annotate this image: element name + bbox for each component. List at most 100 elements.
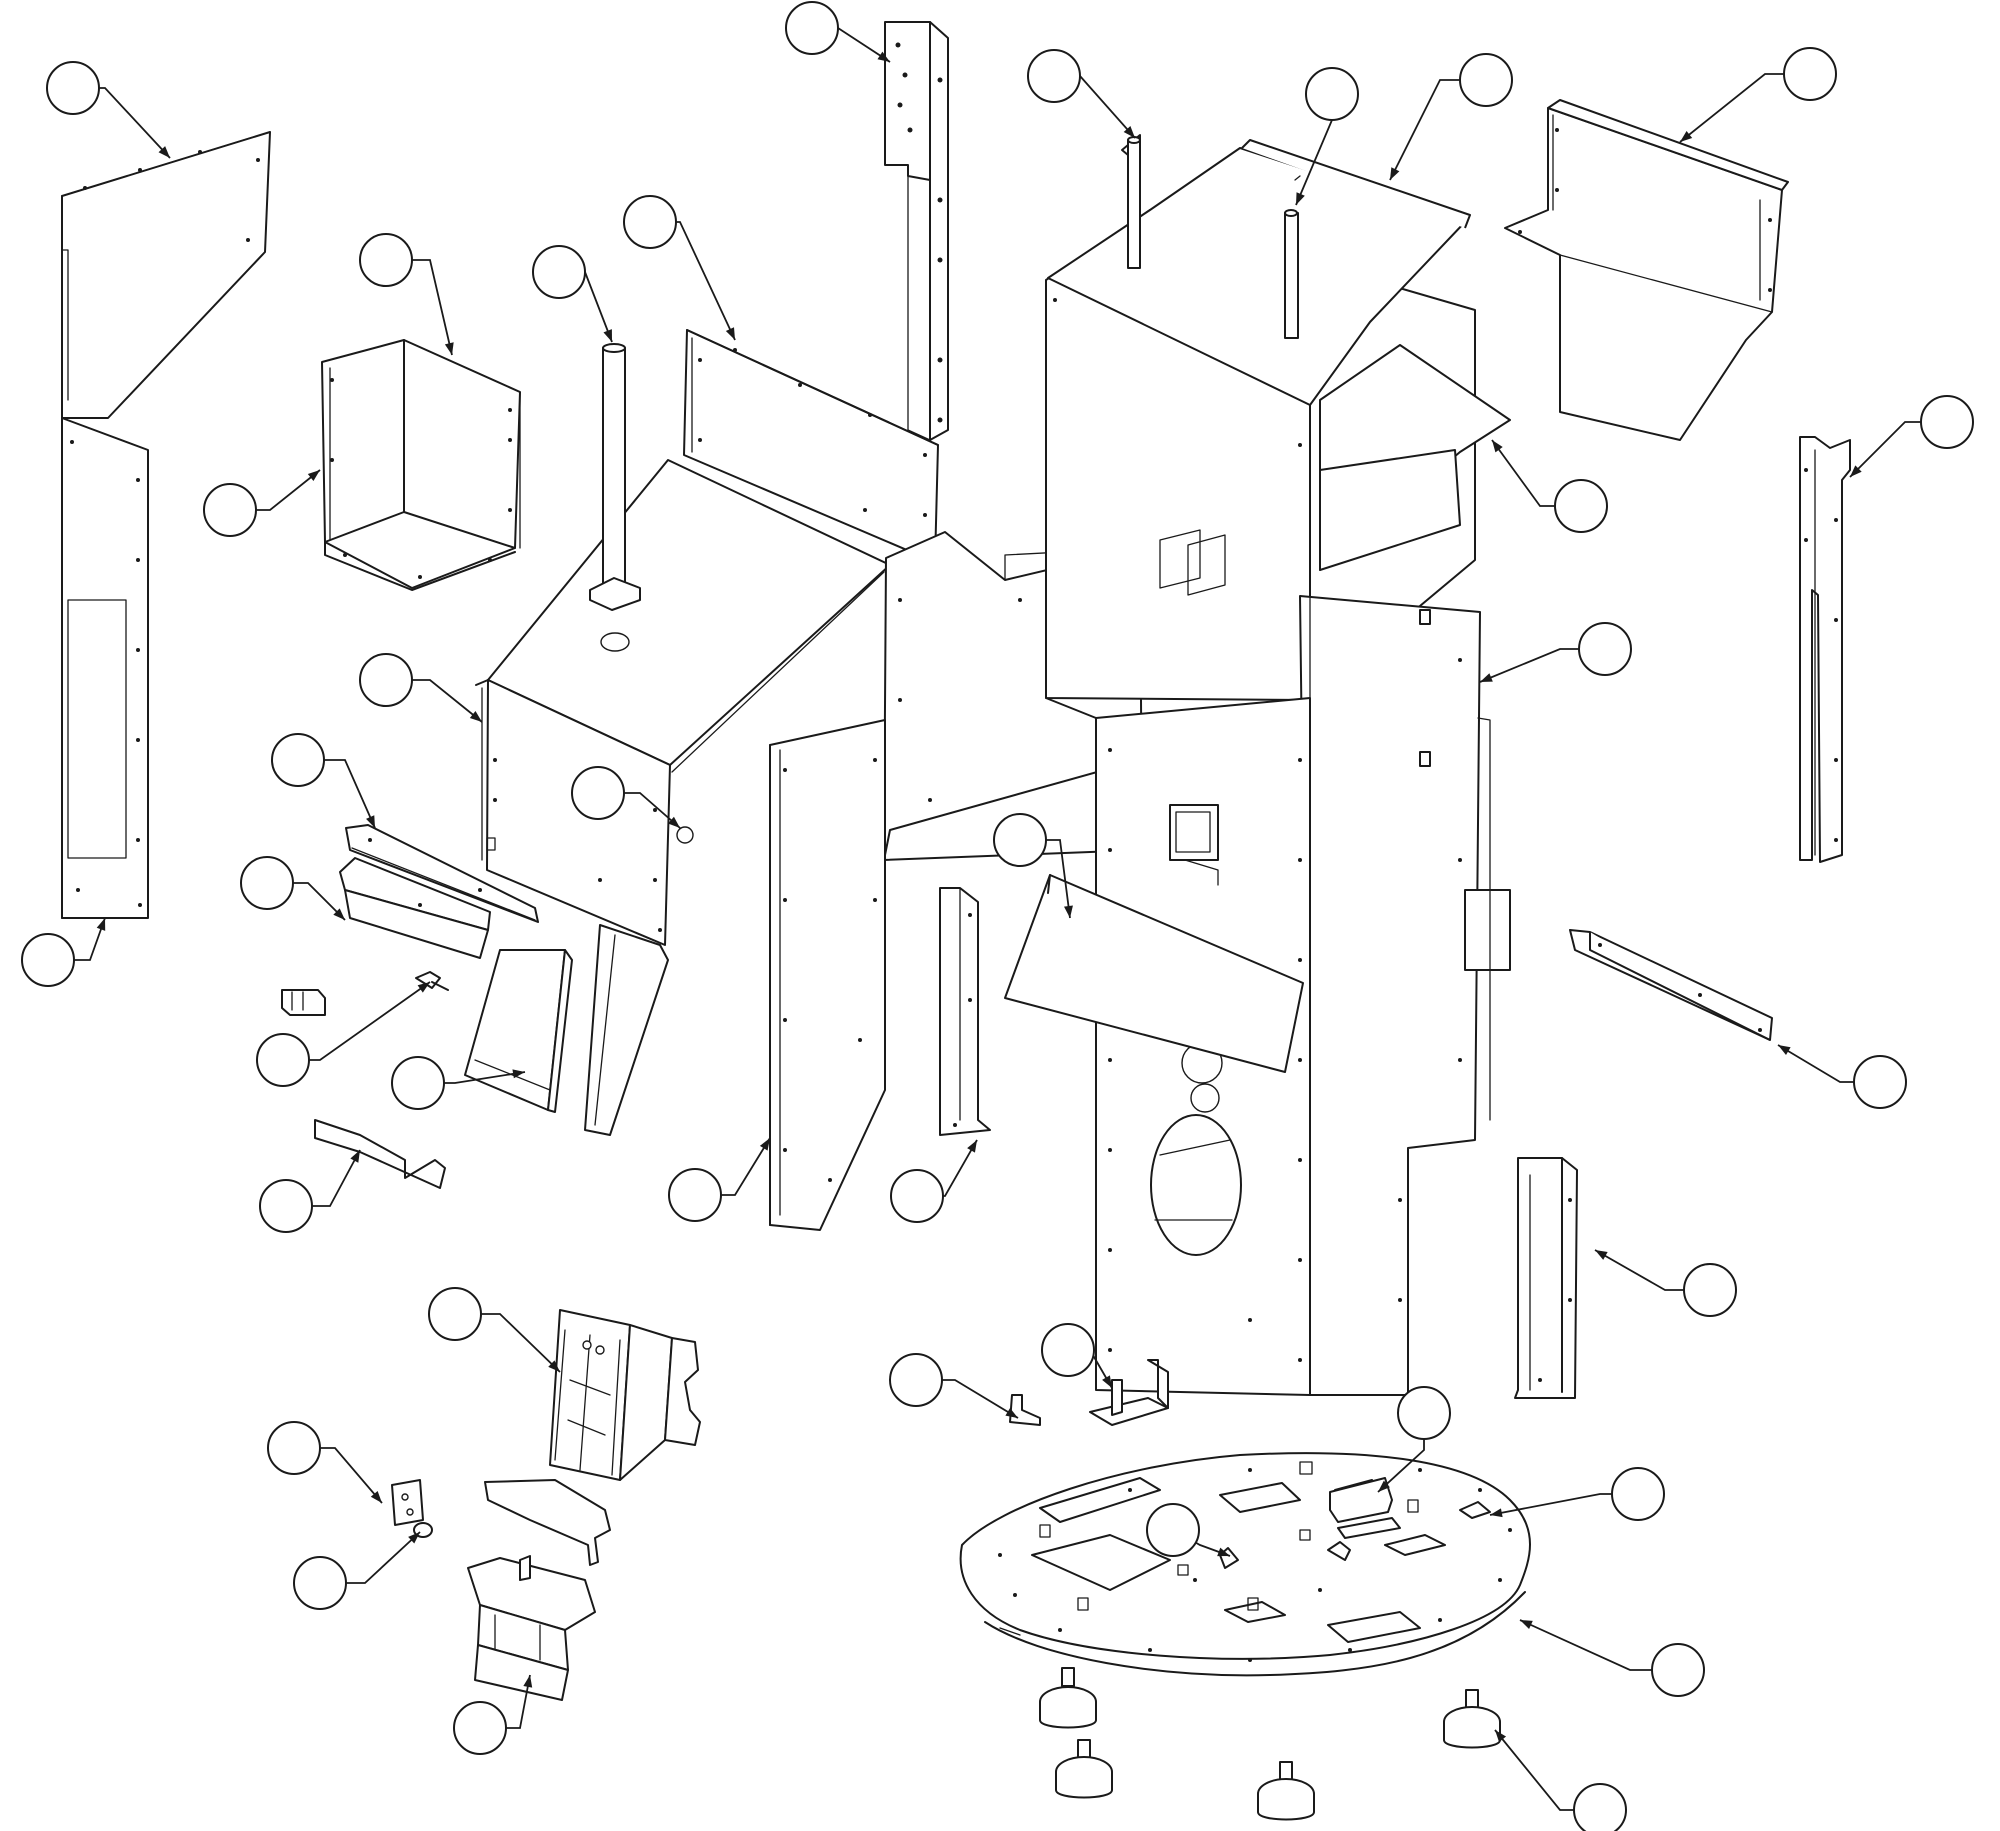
callout-balloon xyxy=(359,653,413,707)
callout-12 xyxy=(1491,439,1608,533)
callout-leader-line xyxy=(1491,439,1555,507)
part-upper-tray xyxy=(1159,344,1511,596)
callout-32 xyxy=(1489,1467,1665,1521)
callout-arrowhead xyxy=(158,146,170,158)
callout-10 xyxy=(203,469,321,537)
callout-18 xyxy=(993,813,1073,919)
callout-leader-line xyxy=(584,271,613,343)
callout-balloon xyxy=(889,1353,943,1407)
callout-9 xyxy=(532,245,613,343)
part-foot-1 xyxy=(1039,1667,1097,1729)
callout-35 xyxy=(453,1674,533,1755)
callout-arrowhead xyxy=(512,1069,525,1079)
callout-balloon xyxy=(1573,1783,1627,1831)
part-latch-block xyxy=(281,989,326,1016)
callout-leader-line xyxy=(99,87,171,159)
callout-arrowhead xyxy=(1778,1045,1791,1056)
callout-balloon xyxy=(571,766,625,820)
callout-33 xyxy=(267,1421,383,1504)
callout-leader-line xyxy=(506,1674,531,1729)
callout-balloon xyxy=(1554,479,1608,533)
callout-balloon xyxy=(1027,49,1081,103)
callout-balloon xyxy=(256,1033,310,1087)
callout-27 xyxy=(428,1287,561,1373)
callout-19 xyxy=(21,917,106,987)
callout-balloon xyxy=(203,483,257,537)
callout-25 xyxy=(890,1139,978,1223)
callout-arrowhead xyxy=(1005,1407,1018,1418)
callout-arrowhead xyxy=(1123,126,1135,138)
callout-arrowhead xyxy=(1492,440,1503,453)
part-top-angle-post xyxy=(884,21,949,441)
part-center-bracket xyxy=(939,887,991,1136)
callout-leader-line xyxy=(1679,73,1784,143)
callout-balloon xyxy=(1578,622,1632,676)
callout-leader-line xyxy=(481,1313,561,1373)
callout-4 xyxy=(1295,67,1359,206)
callout-balloon xyxy=(267,1421,321,1475)
callout-13 xyxy=(1479,622,1632,683)
callout-leader-line xyxy=(1594,1249,1684,1291)
part-central-cabinet xyxy=(475,459,891,946)
callout-arrowhead xyxy=(1595,1250,1608,1260)
callout-37 xyxy=(1494,1729,1627,1831)
callout-34 xyxy=(293,1531,421,1610)
part-base-plate xyxy=(959,1452,1531,1677)
callout-leader-line xyxy=(624,792,681,829)
callout-leader-line xyxy=(412,259,453,356)
part-gear-motor-assembly xyxy=(467,1309,701,1701)
part-small-bracket-a xyxy=(1009,1394,1041,1426)
callout-29 xyxy=(889,1353,1019,1419)
callout-30 xyxy=(1377,1386,1451,1493)
callout-balloon xyxy=(1783,47,1837,101)
callout-arrowhead xyxy=(350,1150,360,1163)
callout-leader-line xyxy=(74,917,106,961)
callout-leader-line xyxy=(1295,119,1333,206)
callout-3 xyxy=(1027,49,1136,139)
callout-leader-line xyxy=(1377,1439,1425,1493)
part-short-posts xyxy=(1127,136,1299,339)
part-small-plate xyxy=(391,1479,424,1526)
part-front-lower-panel xyxy=(769,719,886,1231)
callout-arrowhead xyxy=(548,1360,560,1372)
callout-1 xyxy=(46,61,171,159)
callout-2 xyxy=(785,1,891,63)
callout-balloon xyxy=(428,1287,482,1341)
callout-leader-line xyxy=(320,1447,383,1504)
callout-arrowhead xyxy=(603,329,612,342)
callout-balloon xyxy=(890,1169,944,1223)
callout-arrowhead xyxy=(1850,465,1862,477)
callout-7 xyxy=(359,233,454,356)
part-chute-rails xyxy=(339,824,539,959)
callout-balloon xyxy=(1853,1055,1907,1109)
callout-balloon xyxy=(785,1,839,55)
callout-26 xyxy=(1594,1249,1737,1317)
callout-arrowhead xyxy=(444,342,454,355)
callout-leader-line xyxy=(1489,1493,1612,1516)
callout-16 xyxy=(240,856,346,921)
callout-leader-line xyxy=(1389,79,1460,181)
callout-arrowhead xyxy=(1480,673,1493,682)
callout-11 xyxy=(1849,395,1974,478)
part-foot-2 xyxy=(1055,1739,1113,1799)
callout-balloon xyxy=(993,813,1047,867)
callout-balloon xyxy=(1146,1503,1200,1557)
callout-15 xyxy=(271,733,376,829)
callout-leader-line xyxy=(324,759,376,829)
callout-balloon xyxy=(1305,67,1359,121)
callout-balloon xyxy=(293,1556,347,1610)
callout-arrowhead xyxy=(1520,1620,1533,1630)
part-angle-bracket-left xyxy=(314,1119,446,1189)
part-left-side-panel xyxy=(61,131,271,919)
callout-leader-line xyxy=(309,981,431,1061)
callout-balloon xyxy=(532,245,586,299)
callout-arrowhead xyxy=(1217,1547,1230,1557)
callout-arrowhead xyxy=(668,816,680,828)
part-foot-4 xyxy=(1443,1689,1501,1749)
part-right-rail xyxy=(1569,929,1773,1041)
callout-balloon xyxy=(1920,395,1974,449)
callout-leader-line xyxy=(1777,1044,1854,1083)
callout-balloon xyxy=(1459,53,1513,107)
